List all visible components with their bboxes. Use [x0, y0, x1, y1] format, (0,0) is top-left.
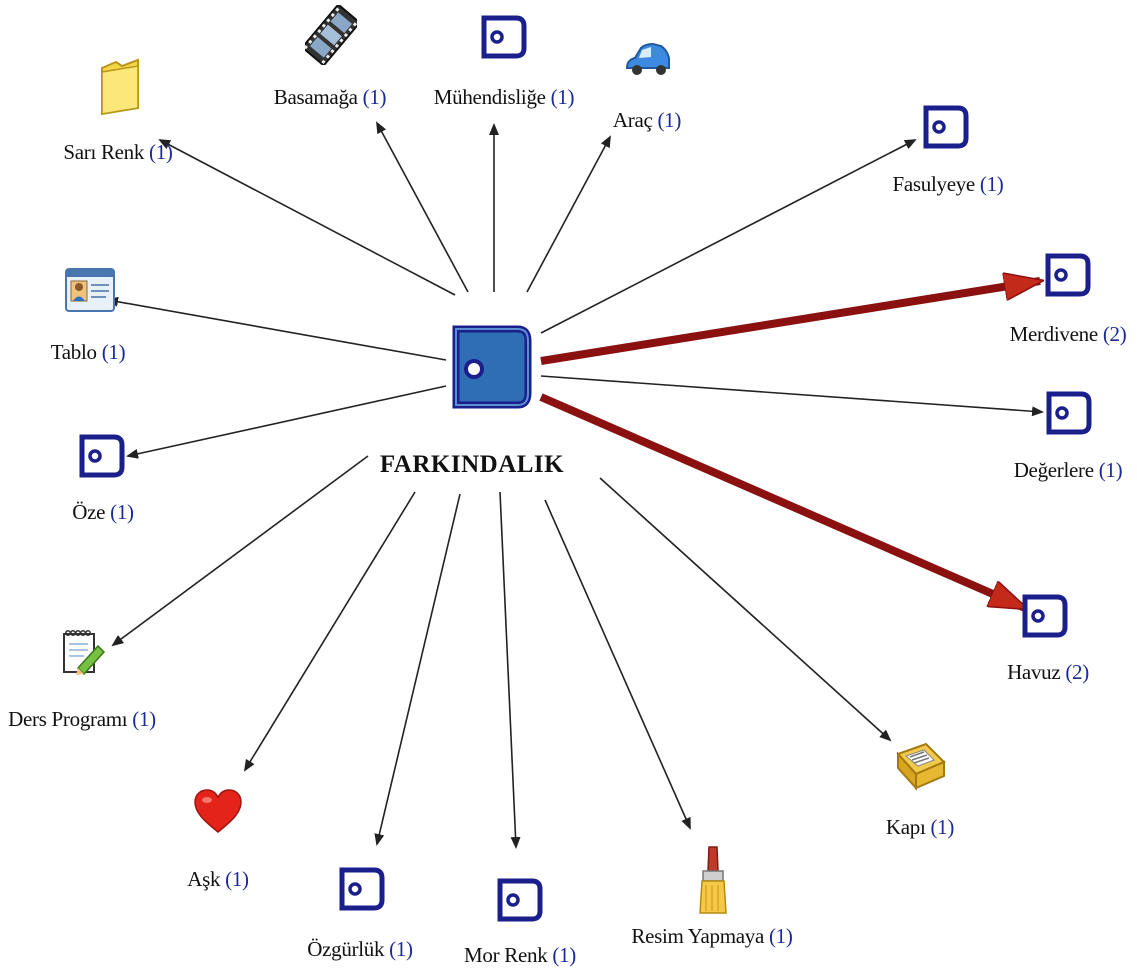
node-name: Mor Renk [464, 943, 548, 967]
film-icon [300, 3, 362, 70]
notepad-pencil-icon [60, 628, 106, 681]
node-count: (1) [389, 937, 413, 961]
edge-sari-renk [158, 139, 456, 296]
node-label: Aşk (1) [187, 867, 249, 892]
node-label: Değerlere (1) [1014, 458, 1123, 483]
edge-arac [526, 135, 611, 293]
edge-ders-programi [111, 455, 369, 647]
node-count: (1) [930, 815, 955, 839]
node-label: Kapı (1) [886, 815, 954, 840]
node-label: Resim Yapmaya (1) [631, 924, 792, 949]
node-count: (1) [101, 340, 126, 364]
code-tag-icon [922, 104, 970, 155]
node-label: Sarı Renk (1) [63, 140, 173, 165]
heart-icon [193, 788, 243, 839]
node-name: Araç [612, 108, 653, 132]
node-label: Mühendisliğe (1) [433, 85, 575, 110]
node-name: Havuz [1007, 660, 1061, 684]
inbox-tray-icon [892, 740, 948, 797]
node-name: Ders Programı [8, 707, 128, 731]
node-name: Özgürlük [307, 937, 385, 961]
node-label: Tablo (1) [51, 340, 126, 365]
node-name: Basamağa [273, 85, 358, 109]
node-count: (2) [1065, 660, 1089, 684]
edge-basamaga [376, 121, 469, 293]
node-count: (1) [110, 500, 134, 524]
node-name: Merdivene [1009, 322, 1099, 346]
node-label: Özgürlük (1) [307, 937, 413, 962]
edge-fasulyeye [540, 139, 917, 334]
code-tag-icon [1044, 252, 1092, 303]
node-label: Havuz (2) [1007, 660, 1089, 685]
center-node-label: FARKINDALIK [379, 451, 565, 478]
node-name: Mühendisliğe [433, 85, 546, 109]
node-count: (1) [657, 108, 682, 132]
node-count: (1) [552, 943, 576, 967]
node-label: Basamağa (1) [273, 85, 387, 110]
node-count: (1) [979, 172, 1004, 196]
edge-havuz [539, 393, 1025, 612]
edge-ozgurluk [374, 493, 461, 846]
node-count: (1) [550, 85, 575, 109]
node-name: Öze [72, 500, 106, 524]
code-tag-icon [1045, 390, 1093, 441]
edge-kapi [599, 477, 892, 742]
node-name: Aşk [187, 867, 221, 891]
node-name: Resim Yapmaya [631, 924, 765, 948]
node-label: Öze (1) [72, 500, 134, 525]
code-tag-icon [480, 14, 528, 65]
edge-tablo [106, 296, 447, 361]
node-name: Değerlere [1013, 458, 1094, 482]
node-label: Araç (1) [613, 108, 681, 133]
node-count: (1) [362, 85, 387, 109]
edge-mor-renk [499, 491, 521, 849]
node-label: Fasulyeye (1) [893, 172, 1004, 197]
car-icon [623, 40, 673, 85]
edge-merdivene [540, 281, 1040, 365]
node-count: (1) [149, 140, 173, 164]
node-count: (1) [1098, 458, 1123, 482]
edge-oze [126, 385, 447, 459]
node-count: (1) [225, 867, 249, 891]
node-label: Merdivene (2) [1010, 322, 1127, 347]
node-count: (1) [768, 924, 793, 948]
code-tag-icon [1021, 593, 1069, 644]
node-name: Sarı Renk [63, 140, 145, 164]
node-label: Mor Renk (1) [464, 943, 576, 968]
node-count: (2) [1102, 322, 1127, 346]
paintbrush-icon [696, 845, 730, 922]
center-code-tag-icon [452, 325, 532, 409]
id-card-icon [64, 265, 116, 320]
code-tag-icon [338, 866, 386, 917]
node-name: Fasulyeye [892, 172, 976, 196]
code-tag-icon [496, 877, 544, 928]
edge-resim-yapmaya [544, 499, 691, 830]
edge-ask [243, 491, 416, 772]
edge-degerlere [540, 375, 1044, 417]
node-name: Kapı [885, 815, 926, 839]
node-name: Tablo [50, 340, 97, 364]
node-count: (1) [132, 707, 156, 731]
folder-icon [98, 58, 142, 121]
node-label: Ders Programı (1) [8, 707, 156, 732]
code-tag-icon [78, 433, 126, 484]
